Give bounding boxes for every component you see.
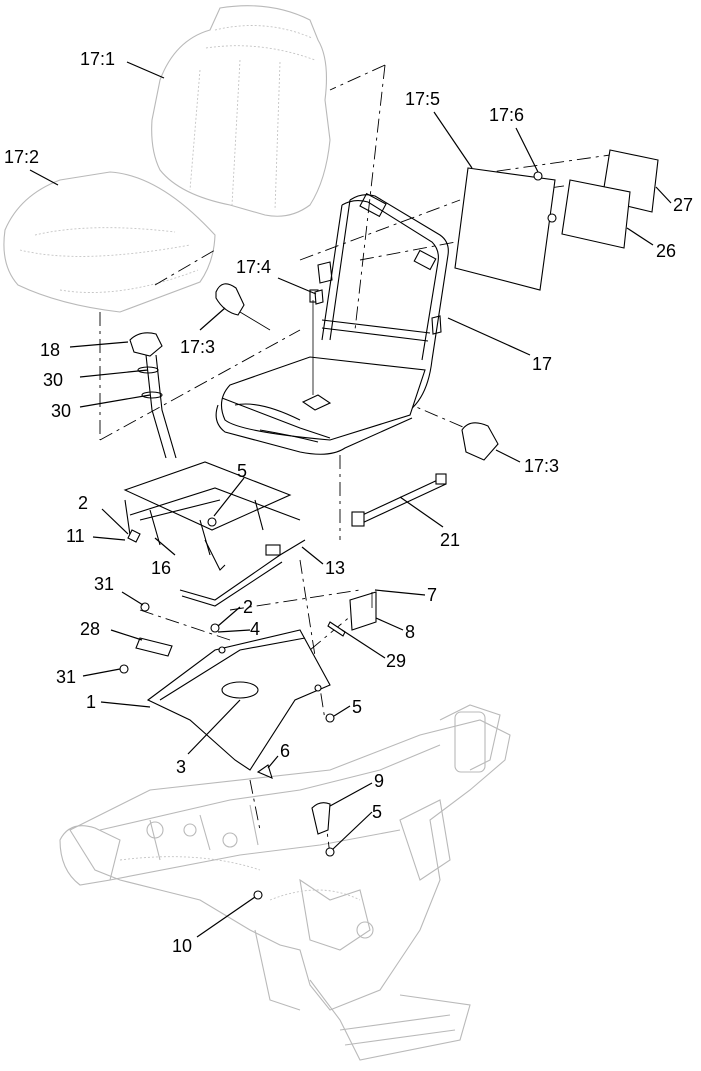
- callout-label: 31: [94, 574, 114, 594]
- callout-label: 6: [280, 741, 290, 761]
- callout-label: 11: [66, 526, 85, 546]
- callout-label: 10: [172, 936, 192, 956]
- callout-label: 17:2: [4, 147, 39, 167]
- callout-label: 27: [673, 195, 693, 215]
- small-parts: [129, 283, 499, 461]
- assembly-lines: [99, 64, 611, 856]
- callout-label: 30: [51, 401, 71, 421]
- adjust-lever: [179, 539, 306, 607]
- callout-label: 2: [78, 493, 88, 513]
- cable: [351, 473, 447, 527]
- callout-label: 17:1: [80, 49, 115, 69]
- leader-lines: [29, 61, 672, 938]
- callout-label: 29: [386, 651, 406, 671]
- callout-label: 18: [40, 340, 60, 360]
- seat-bottom-cushion: [3, 171, 216, 313]
- callout-label: 26: [656, 241, 676, 261]
- callout-label: 21: [440, 530, 460, 550]
- callout-label: 17: [532, 354, 552, 374]
- seat-slide-rails: [123, 461, 301, 571]
- hardware: [119, 529, 377, 900]
- back-plate: [454, 167, 557, 291]
- seat-frame: [215, 192, 449, 455]
- callout-label: 5: [237, 461, 247, 481]
- callout-label: 1: [86, 692, 96, 712]
- callout-label: 2: [243, 597, 253, 617]
- callout-label: 17:3: [524, 456, 559, 476]
- callout-label: 17:4: [236, 257, 271, 277]
- callout-label: 3: [176, 757, 186, 777]
- callout-label: 8: [405, 622, 415, 642]
- callout-label: 5: [372, 802, 382, 822]
- callout-label: 17:5: [405, 89, 440, 109]
- callout-label: 9: [374, 771, 384, 791]
- callout-label: 5: [352, 697, 362, 717]
- callout-labels: 17:1 17:2 17:5 17:6 27 26 17:4 17 18 17:…: [4, 49, 693, 956]
- seat-back-cushion: [151, 5, 331, 217]
- callout-label: 7: [427, 585, 437, 605]
- callout-label: 17:6: [489, 105, 524, 125]
- callout-label: 16: [151, 558, 171, 578]
- callout-label: 31: [56, 667, 76, 687]
- base-plate: [146, 629, 331, 771]
- decals: [561, 149, 659, 249]
- callout-label: 13: [325, 558, 345, 578]
- tractor-frame-ghost: [59, 704, 511, 1061]
- callout-label: 30: [43, 370, 63, 390]
- callout-label: 28: [80, 619, 100, 639]
- callout-label: 17:3: [180, 337, 215, 357]
- callout-label: 4: [250, 619, 260, 639]
